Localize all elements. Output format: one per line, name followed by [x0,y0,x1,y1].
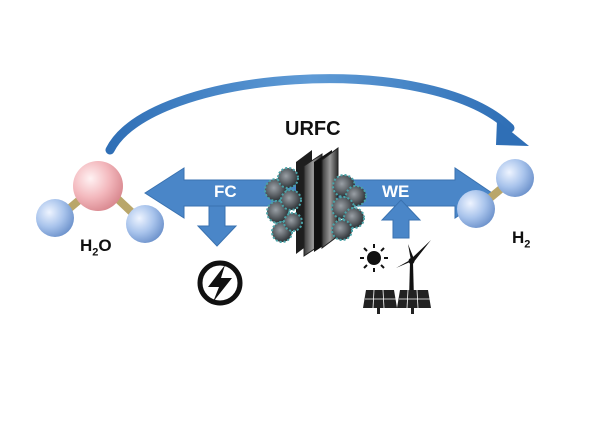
catalyst-particles-right [331,174,367,241]
cycle-arc-arrow [105,74,529,155]
fc-label: FC [214,182,237,201]
cell-stack-icon [296,147,339,257]
hydrogen-formula-label: H2 [512,228,531,251]
solar-panel-icon [363,289,431,314]
we-label: WE [382,182,410,201]
lightning-icon [197,260,243,306]
water-molecule-icon [36,161,164,243]
we-up-arrow [380,199,422,239]
urfc-title: URFC [285,118,341,140]
sun-icon [360,244,388,272]
hydrogen-molecule-icon [457,159,534,228]
catalyst-particles-left [264,167,303,243]
water-formula-label: H2O [80,236,112,259]
fc-down-arrow [196,205,238,247]
